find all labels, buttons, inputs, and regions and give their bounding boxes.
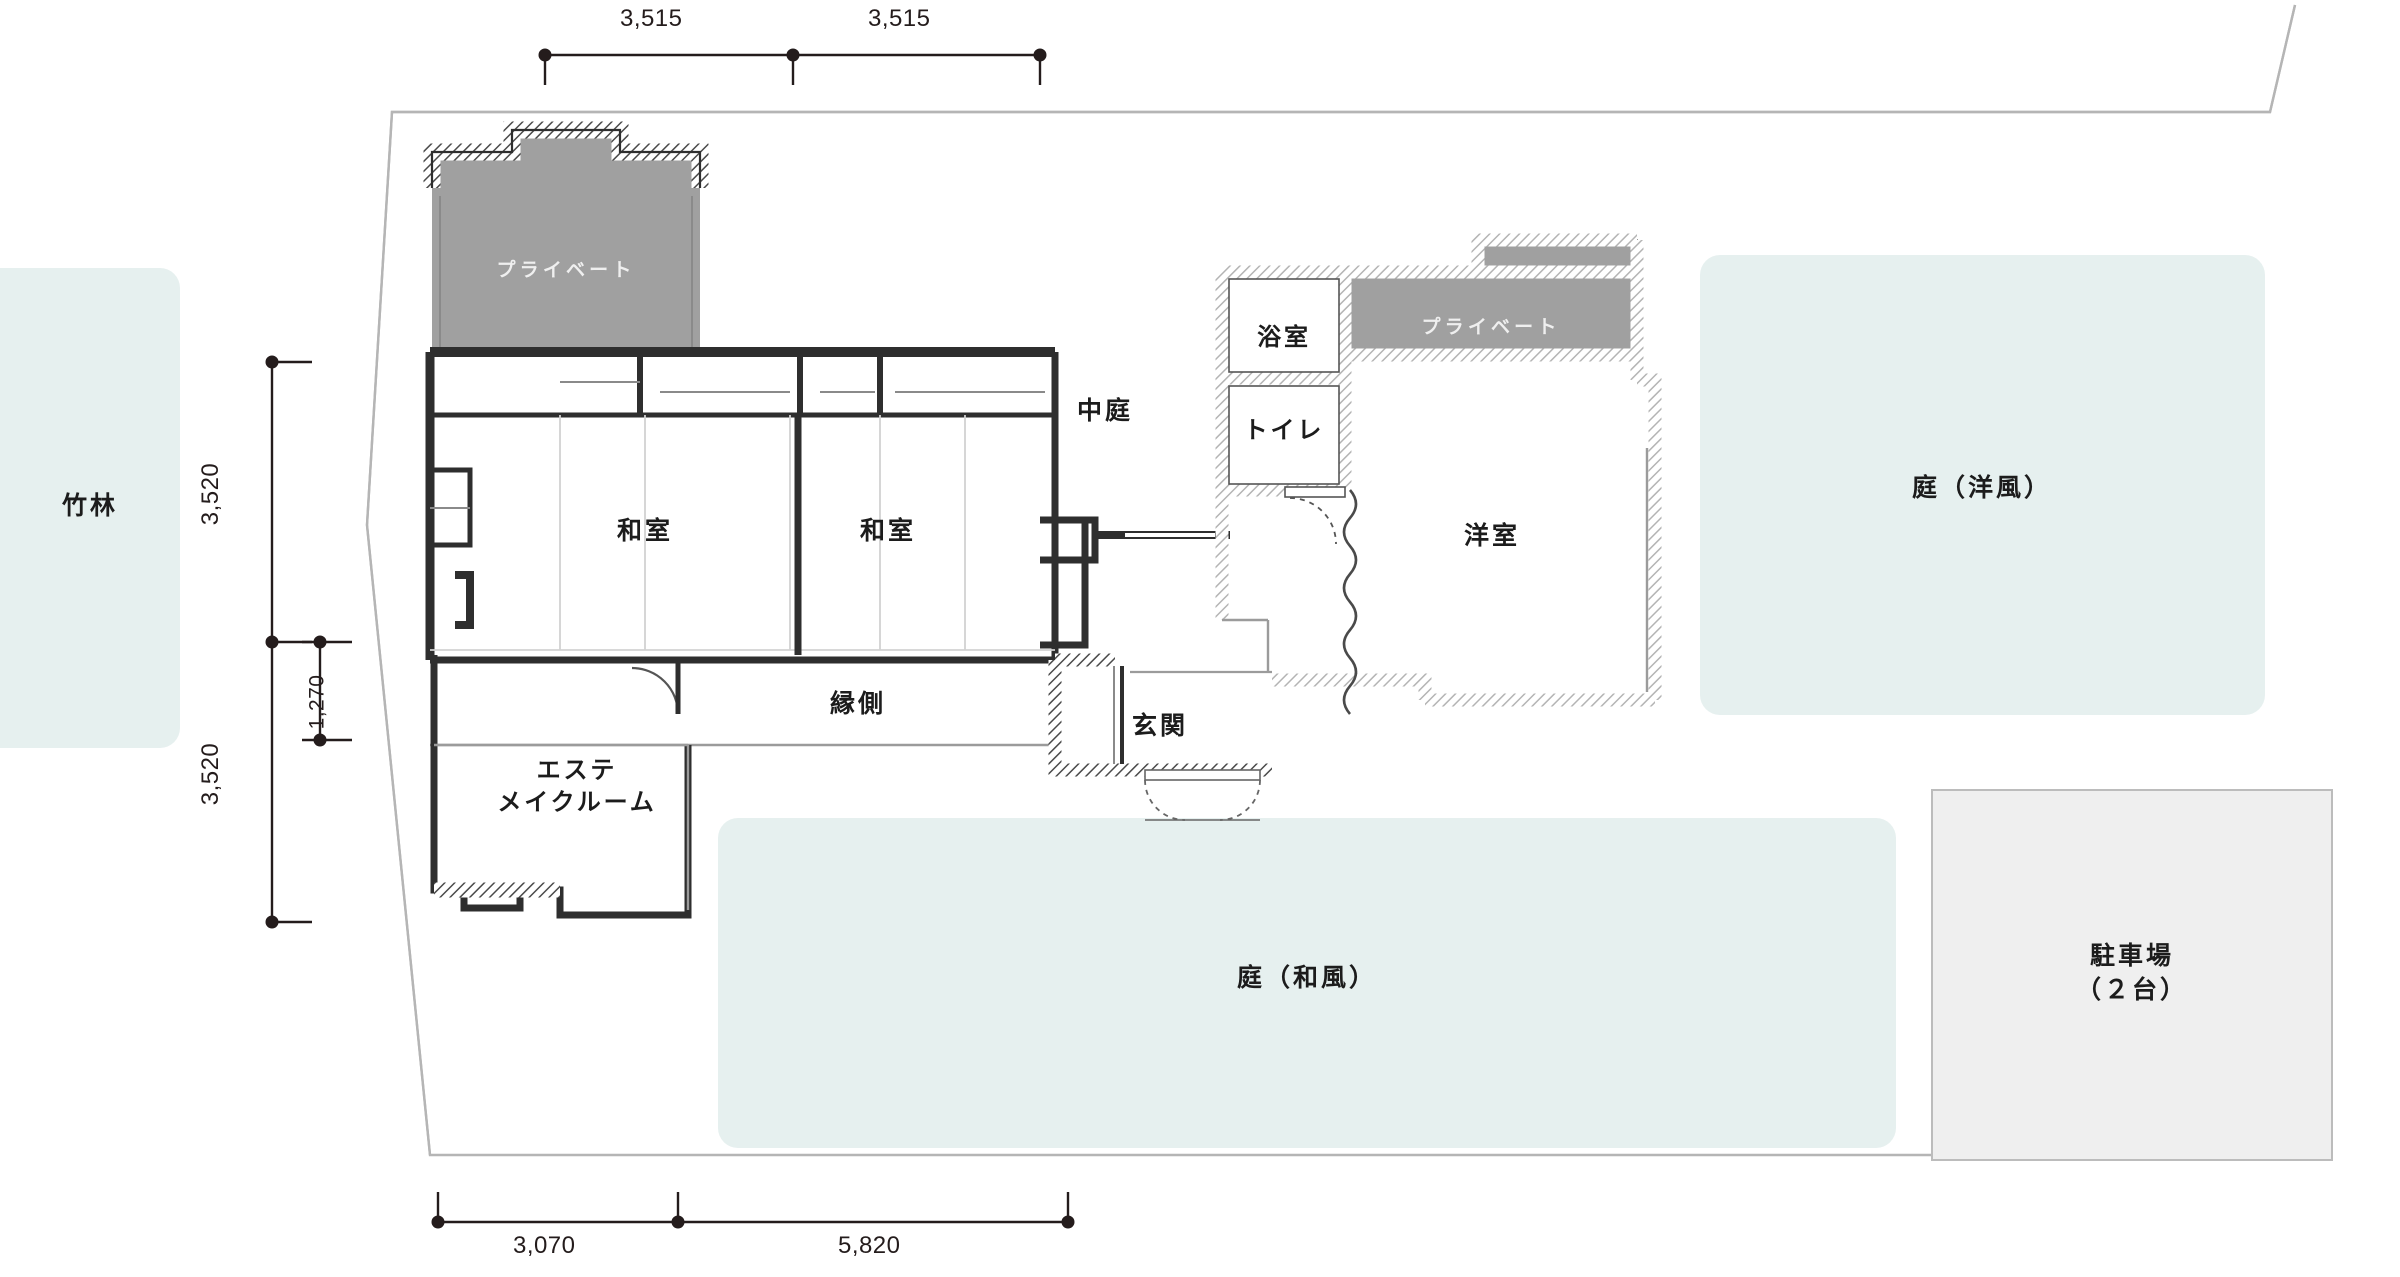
room-label-bathroom: 浴室 — [1257, 324, 1311, 351]
dimension-inner-1: 1,270 — [305, 674, 329, 730]
dimension-top-1: 3,515 — [620, 5, 683, 32]
area-label-garden-west: 庭（洋風） — [1911, 474, 2052, 502]
area-label-parking: 駐車場 （２台） — [2075, 942, 2188, 1004]
dimension-left-1: 3,520 — [197, 462, 225, 526]
garden-jp-block — [718, 818, 1896, 1148]
room-label-washitsu-left: 和室 — [616, 517, 673, 545]
room-label-private-right: プライベート — [1421, 317, 1561, 338]
room-label-private-top: プライベート — [496, 260, 636, 281]
garden-west-block — [1700, 255, 2265, 715]
area-blocks — [0, 255, 2333, 1161]
dimension-bottom-1: 3,070 — [513, 1232, 576, 1259]
room-label-engawa: 縁側 — [829, 690, 886, 718]
site-boundary — [365, 4, 2297, 1157]
room-label-washitsu-right: 和室 — [859, 517, 916, 545]
room-label-genkan: 玄関 — [1131, 712, 1188, 740]
dimension-lines — [265, 48, 1075, 1229]
dimension-bottom-2: 5,820 — [838, 1232, 901, 1259]
room-label-toilet: トイレ — [1243, 417, 1325, 444]
chikurin-block — [0, 268, 180, 748]
area-label-chikurin: 竹林 — [61, 492, 118, 520]
parking-block — [1931, 789, 2333, 1161]
private-top-room — [423, 121, 709, 353]
dimension-top-2: 3,515 — [868, 5, 931, 32]
room-label-yoshitsu: 洋室 — [1463, 522, 1520, 550]
area-label-garden-jp: 庭（和風） — [1236, 964, 1377, 992]
east-wing — [1215, 233, 1662, 715]
main-house-walls — [425, 347, 1230, 919]
room-label-nakaniwa: 中庭 — [1076, 397, 1133, 425]
room-label-este-make-room: エステ メイクルーム — [497, 757, 657, 817]
genkan-block — [1048, 653, 1272, 821]
dimension-left-2: 3,520 — [197, 742, 225, 806]
